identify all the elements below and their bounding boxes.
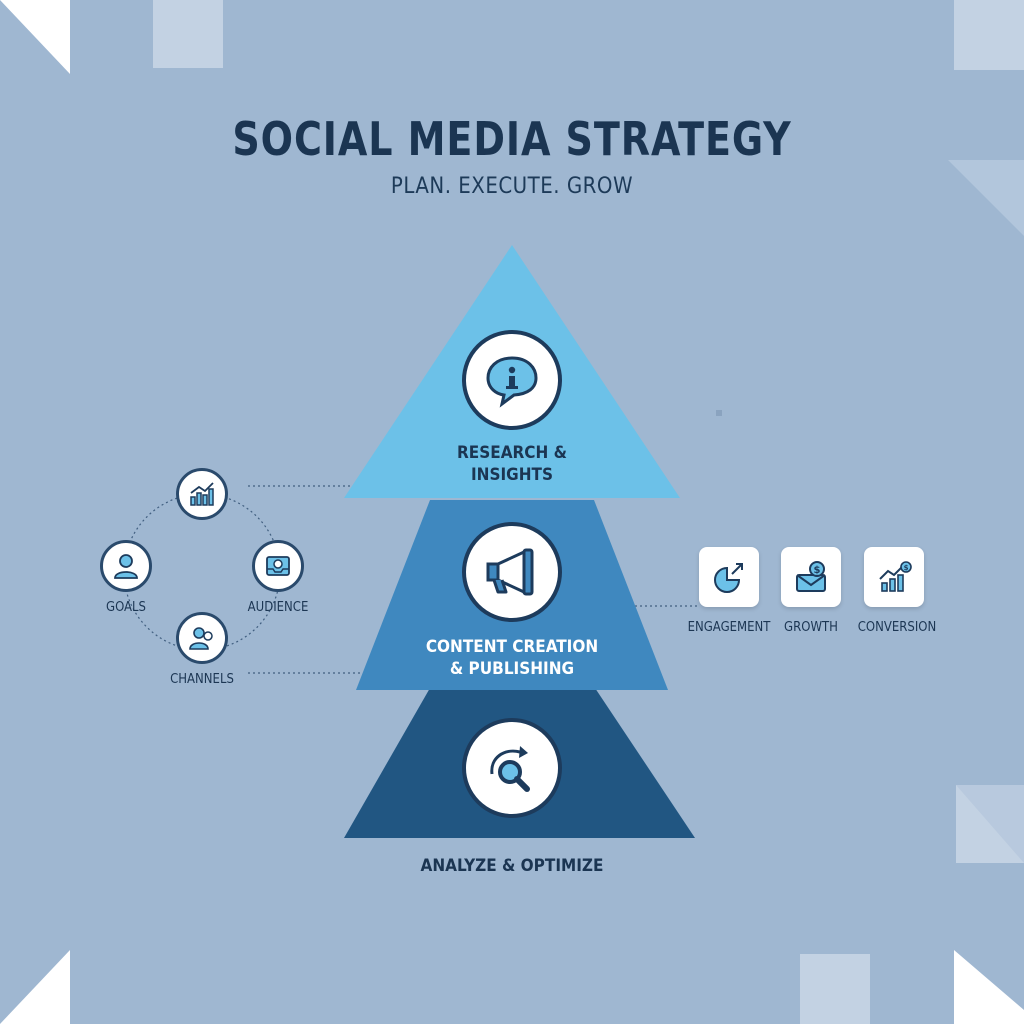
group-users-icon: [189, 627, 213, 650]
tier-label-research-line1: RESEARCH &: [457, 443, 567, 463]
tier-label-analyze: ANALYZE & OPTIMIZE: [420, 856, 604, 876]
tier-label-content-line2: & PUBLISHING: [449, 659, 575, 679]
square-top-right: [954, 0, 1024, 70]
cycle-node-audience: [252, 540, 304, 592]
triangle-right-upper: [948, 160, 1024, 236]
svg-text:$: $: [904, 564, 909, 572]
cycle-node-goals: [100, 540, 152, 592]
bar-chart-trend-icon: [190, 482, 214, 506]
corner-triangle-bottom-left: [0, 950, 70, 1024]
tier-label-content: CONTENT CREATION & PUBLISHING: [392, 636, 632, 680]
square-right-lower-shade: [956, 785, 1024, 863]
research-icon-circle: [462, 330, 562, 430]
corner-triangle-bottom-right: [954, 950, 1024, 1024]
pie-chart-arrow-icon: [714, 563, 743, 593]
info-chat-bubble-icon: [486, 356, 538, 408]
metric-label-conversion: CONVERSION: [857, 620, 937, 635]
analyze-icon-circle: [462, 718, 562, 818]
small-dot: [716, 410, 722, 416]
page-subtitle: PLAN. EXECUTE. GROW: [390, 174, 634, 199]
metric-label-engagement: ENGAGEMENT: [687, 620, 771, 635]
square-top-left: [153, 0, 223, 68]
money-envelope-icon: $: [796, 561, 826, 592]
inbox-icon: [266, 556, 290, 576]
cycle-label-audience: AUDIENCE: [247, 600, 309, 615]
metric-label-growth: GROWTH: [784, 620, 838, 635]
growth-chart-coin-icon: $: [879, 561, 912, 592]
magnifier-arrow-icon: [490, 746, 530, 792]
square-bottom-right: [800, 954, 870, 1024]
corner-triangle-top-left: [0, 0, 70, 74]
content-icon-circle: [462, 522, 562, 622]
megaphone-icon: [486, 548, 534, 596]
user-icon: [114, 554, 138, 579]
metric-card-conversion: $: [864, 547, 924, 607]
cycle-label-channels: CHANNELS: [170, 672, 234, 687]
page-title: SOCIAL MEDIA STRATEGY: [232, 112, 792, 166]
svg-text:$: $: [814, 565, 821, 576]
cycle-label-goals: GOALS: [106, 600, 146, 615]
tier-label-research-line2: INSIGHTS: [471, 465, 553, 485]
tier-label-research: RESEARCH & INSIGHTS: [412, 442, 612, 486]
cycle-node-channels: [176, 612, 228, 664]
cycle-node-top: [176, 468, 228, 520]
tier-label-content-line1: CONTENT CREATION: [425, 637, 599, 657]
metric-card-growth: $: [781, 547, 841, 607]
metric-card-engagement: [699, 547, 759, 607]
